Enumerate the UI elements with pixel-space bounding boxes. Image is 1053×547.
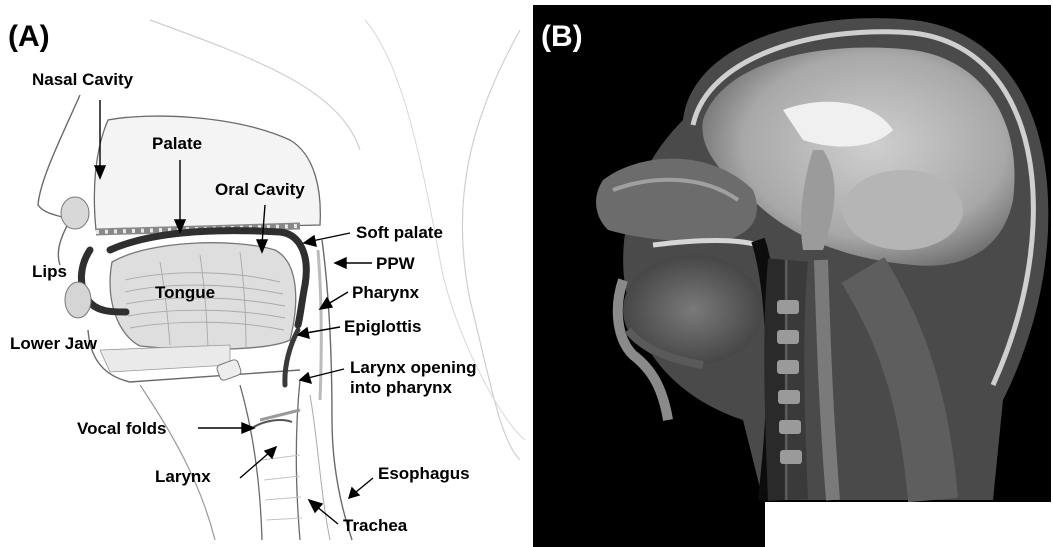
label-palate: Palate (152, 134, 202, 154)
label-vocal-folds: Vocal folds (77, 419, 166, 439)
panel-a-letter: (A) (8, 22, 50, 52)
label-nasal-cavity: Nasal Cavity (32, 70, 133, 90)
label-oral-cavity: Oral Cavity (215, 180, 305, 200)
mri-sagittal-scan (533, 0, 1053, 547)
label-larynx-opening: Larynx opening into pharynx (350, 358, 477, 398)
label-epiglottis: Epiglottis (344, 317, 421, 337)
label-pharynx: Pharynx (352, 283, 419, 303)
label-tongue: Tongue (155, 283, 215, 303)
panel-b-mri-image: (B) (533, 0, 1053, 547)
label-lips: Lips (32, 262, 67, 282)
label-lower-jaw: Lower Jaw (10, 334, 97, 354)
panel-a-anatomy-diagram: (A) Nasal Cavity Palate Oral Cavity Soft… (0, 0, 530, 547)
label-trachea: Trachea (343, 516, 407, 536)
label-soft-palate: Soft palate (356, 223, 443, 243)
label-larynx: Larynx (155, 467, 211, 487)
label-esophagus: Esophagus (378, 464, 470, 484)
label-ppw: PPW (376, 254, 415, 274)
panel-b-letter: (B) (541, 22, 583, 52)
